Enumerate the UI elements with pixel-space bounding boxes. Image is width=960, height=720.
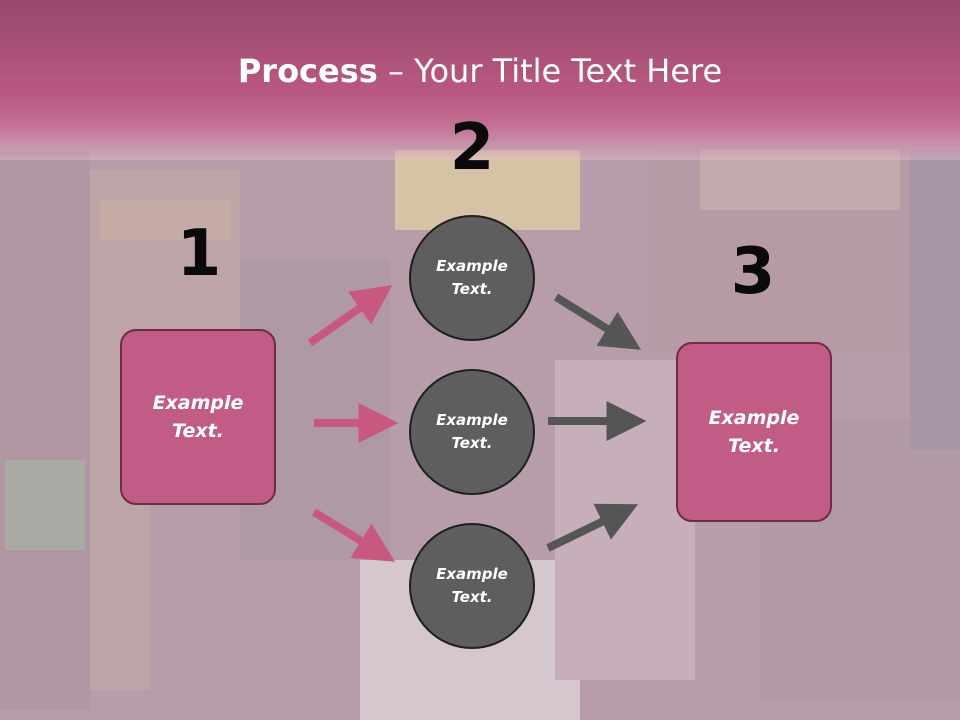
step-number-3: 3: [730, 235, 776, 309]
title-band: [0, 0, 960, 160]
arrow-2a-to-3: [553, 293, 642, 350]
step-2-text-top: Example Text.: [436, 256, 508, 298]
arrow-1-to-2c: [311, 508, 396, 562]
step-number-2: 2: [449, 111, 495, 185]
arrow-1-to-2a: [307, 285, 393, 347]
step-1-text: Example Text.: [152, 391, 244, 443]
step-number-1: 1: [176, 217, 222, 291]
step-3-text: Example Text.: [708, 406, 800, 458]
step-2-text-bottom: Example Text.: [436, 564, 508, 606]
step-2-circle-middle: Example Text.: [409, 369, 535, 495]
step-2-text-middle: Example Text.: [436, 410, 508, 452]
step-3-box: Example Text.: [676, 342, 832, 522]
step-2-circle-top: Example Text.: [409, 215, 535, 341]
title-rest: – Your Title Text Here: [377, 52, 723, 90]
step-1-box: Example Text.: [120, 329, 276, 505]
slide-title: Process – Your Title Text Here: [0, 52, 960, 90]
arrow-2c-to-3: [546, 503, 639, 552]
title-strong: Process: [237, 52, 378, 90]
step-2-circle-bottom: Example Text.: [409, 523, 535, 649]
